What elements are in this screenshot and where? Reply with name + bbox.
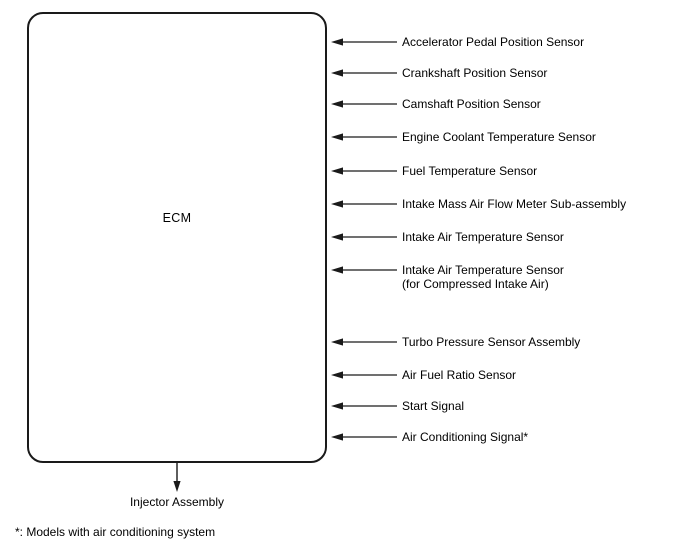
left-arrow-icon [331,100,397,108]
sensor-label: Air Fuel Ratio Sensor [402,368,517,382]
left-arrow-icon [331,402,397,410]
sensor-input-row: Engine Coolant Temperature Sensor [331,130,596,144]
sensor-label-block: Camshaft Position Sensor [402,97,541,111]
sensor-label-block: Engine Coolant Temperature Sensor [402,130,596,144]
sensor-label: Intake Mass Air Flow Meter Sub-assembly [402,197,627,211]
sensor-input-row: Air Fuel Ratio Sensor [331,368,516,382]
ecm-box [27,12,327,463]
sensor-input-row: Accelerator Pedal Position Sensor [331,35,584,49]
sensor-label: Engine Coolant Temperature Sensor [402,130,596,144]
injector-down-arrow-icon [173,462,181,492]
sensor-input-row: Intake Mass Air Flow Meter Sub-assembly [331,197,626,211]
sensor-label-block: Intake Air Temperature Sensor [402,230,564,244]
sensor-label-line2: (for Compressed Intake Air) [402,277,549,291]
sensor-label-block: Crankshaft Position Sensor [402,66,547,80]
injector-assembly-label: Injector Assembly [129,495,225,509]
left-arrow-icon [331,233,397,241]
sensor-label-block: Accelerator Pedal Position Sensor [402,35,584,49]
sensor-label-block: Air Fuel Ratio Sensor [402,368,516,382]
ecm-label: ECM [162,211,192,225]
left-arrow-icon [331,38,397,46]
sensor-input-row: Start Signal [331,399,464,413]
sensor-label: Start Signal [402,399,465,413]
sensor-input-row: Intake Air Temperature Sensor [331,230,564,244]
sensor-label-block: Intake Air Temperature Sensor(for Compre… [402,263,564,291]
sensor-label: Crankshaft Position Sensor [402,66,548,80]
sensor-label-block: Air Conditioning Signal* [402,430,528,444]
sensor-label: Air Conditioning Signal* [402,430,529,444]
left-arrow-icon [331,433,397,441]
sensor-input-row: Air Conditioning Signal* [331,430,528,444]
sensor-label: Camshaft Position Sensor [402,97,541,111]
sensor-input-row: Fuel Temperature Sensor [331,164,537,178]
sensor-label-block: Fuel Temperature Sensor [402,164,537,178]
left-arrow-icon [331,133,397,141]
sensor-label-block: Start Signal [402,399,464,413]
sensor-label: Accelerator Pedal Position Sensor [402,35,585,49]
left-arrow-icon [331,338,397,346]
sensor-label: Turbo Pressure Sensor Assembly [402,335,581,349]
sensor-input-row: Camshaft Position Sensor [331,97,541,111]
footnote: *: Models with air conditioning system [15,525,216,539]
left-arrow-icon [331,266,397,274]
sensor-label: Intake Air Temperature Sensor [402,230,564,244]
left-arrow-icon [331,200,397,208]
sensor-input-row: Turbo Pressure Sensor Assembly [331,335,580,349]
sensor-label: Fuel Temperature Sensor [402,164,538,178]
left-arrow-icon [331,371,397,379]
left-arrow-icon [331,69,397,77]
sensor-label-block: Intake Mass Air Flow Meter Sub-assembly [402,197,626,211]
sensor-input-row: Crankshaft Position Sensor [331,66,547,80]
sensor-label-block: Turbo Pressure Sensor Assembly [402,335,580,349]
sensor-label: Intake Air Temperature Sensor [402,263,564,277]
left-arrow-icon [331,167,397,175]
sensor-input-row: Intake Air Temperature Sensor(for Compre… [331,263,564,291]
